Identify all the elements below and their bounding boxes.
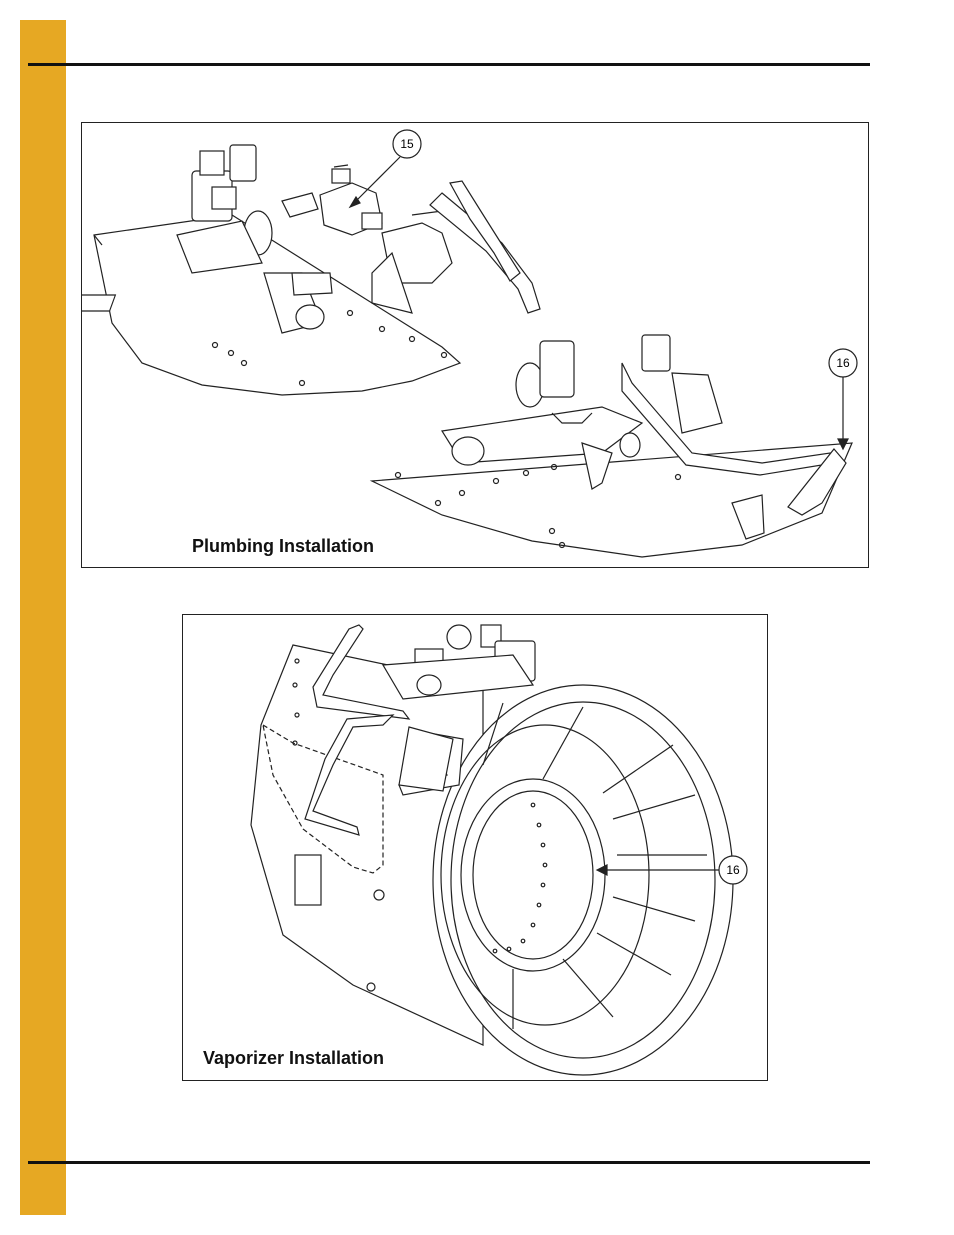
vaporizer-installation-figure: 16 Vaporizer Installation xyxy=(182,614,768,1081)
plumbing-illustration xyxy=(82,123,868,567)
vaporizer-caption: Vaporizer Installation xyxy=(203,1048,384,1069)
plumbing-caption: Plumbing Installation xyxy=(192,536,374,557)
plumbing-installation-figure: 15 16 Plumbing Installation xyxy=(81,122,869,568)
header-rule xyxy=(28,63,870,66)
vaporizer-illustration xyxy=(183,615,767,1080)
footer-rule xyxy=(28,1161,870,1164)
chapter-side-bar xyxy=(20,20,66,1215)
